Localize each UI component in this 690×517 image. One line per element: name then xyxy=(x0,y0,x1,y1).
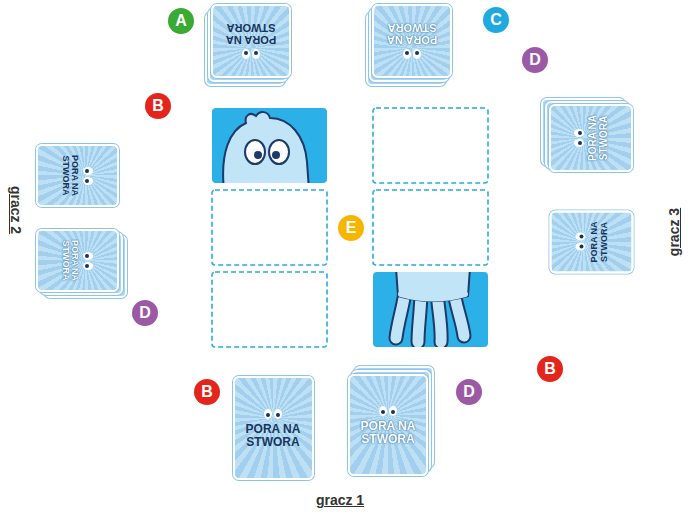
card-face: PORA NA STWORA xyxy=(233,376,314,480)
letter-marker: C xyxy=(483,7,509,33)
marker-letter: D xyxy=(463,384,475,400)
card-face: PORA NA STWORA xyxy=(36,229,119,292)
card-face: PORA NA STWORA xyxy=(36,144,119,207)
card-eyes xyxy=(261,408,285,420)
letter-marker: E xyxy=(338,215,364,241)
letter-marker: A xyxy=(168,8,194,34)
card-eyes xyxy=(82,163,94,187)
card-eyes xyxy=(376,405,400,417)
letter-marker: D xyxy=(456,379,482,405)
card-face: PORA NA STWORA xyxy=(549,211,633,274)
monster-head-card xyxy=(212,108,327,190)
card-back: PORA NA STWORA xyxy=(372,4,452,78)
card-eyes xyxy=(573,126,585,150)
empty-slot xyxy=(212,108,488,347)
letter-marker: B xyxy=(194,379,220,405)
marker-letter: A xyxy=(175,13,187,29)
player-label: gracz 2 xyxy=(8,186,24,234)
card-title: PORA NA STWORA xyxy=(588,112,609,164)
card-title: PORA NA STWORA xyxy=(589,219,608,266)
card-back: PORA NA STWORA xyxy=(348,374,428,476)
card-face: PORA NA STWORA xyxy=(372,4,452,78)
card-back: PORA NA STWORA xyxy=(36,144,119,207)
card-face: PORA NA STWORA xyxy=(549,104,633,172)
card-back: PORA NA STWORA xyxy=(549,104,633,172)
card-title: PORA NA STWORA xyxy=(60,237,79,284)
marker-letter: B xyxy=(201,384,213,400)
marker-letter: B xyxy=(544,361,556,377)
card-back: PORA NA STWORA xyxy=(233,376,314,480)
marker-letter: B xyxy=(152,98,164,114)
monster-tentacles-card xyxy=(373,268,488,347)
card-back: PORA NA STWORA xyxy=(549,211,633,274)
card-back: PORA NA STWORA xyxy=(211,4,291,78)
card-title: PORA NA STWORA xyxy=(222,22,279,45)
card-face: PORA NA STWORA xyxy=(211,4,291,78)
card-face: PORA NA STWORA xyxy=(348,374,428,476)
letter-marker: D xyxy=(132,300,158,326)
card-eyes xyxy=(574,230,586,254)
player-label: gracz 1 xyxy=(316,492,364,508)
card-title: PORA NA STWORA xyxy=(242,423,304,448)
marker-letter: C xyxy=(490,12,502,28)
card-title: PORA NA STWORA xyxy=(383,22,440,45)
card-back: PORA NA STWORA xyxy=(36,229,119,292)
marker-letter: E xyxy=(346,220,357,236)
card-eyes xyxy=(400,48,424,60)
card-title: PORA NA STWORA xyxy=(60,152,79,199)
letter-marker: D xyxy=(522,47,548,73)
letter-marker: B xyxy=(537,356,563,382)
card-eyes xyxy=(239,48,263,60)
card-eyes xyxy=(82,248,94,272)
letter-marker: B xyxy=(145,93,171,119)
marker-letter: D xyxy=(139,305,151,321)
player-label: gracz 3 xyxy=(666,208,682,256)
card-title: PORA NA STWORA xyxy=(357,420,419,445)
marker-letter: D xyxy=(529,52,541,68)
